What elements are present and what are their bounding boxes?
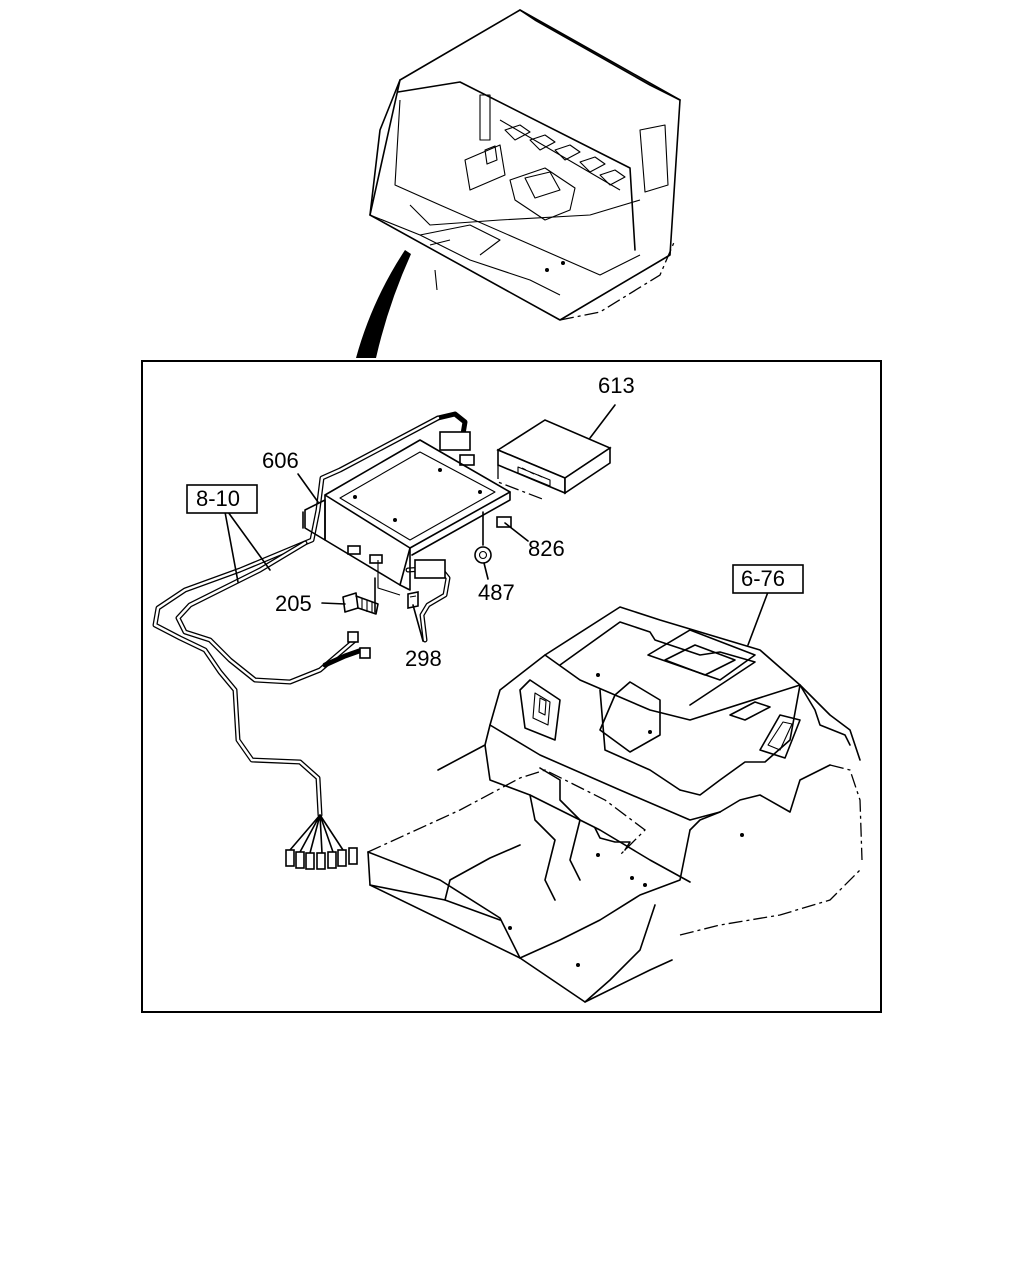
fastener-487	[474, 546, 492, 564]
floor-console	[367, 606, 863, 1003]
zoom-arrow	[356, 250, 411, 358]
detail-frame	[141, 360, 882, 1013]
ref-console: 6-76	[741, 566, 785, 591]
wiring-harness	[152, 411, 475, 870]
label-613: 613	[598, 373, 635, 398]
label-298: 298	[405, 646, 442, 671]
clip-298	[407, 591, 419, 609]
ref-harness: 8-10	[196, 486, 240, 511]
ref-box-harness	[186, 484, 258, 514]
bolt-205	[342, 592, 379, 615]
ref-box-console	[732, 564, 804, 594]
callout-labels: 613 606 826 487 205 298 8-10 6-76	[186, 373, 804, 671]
unit-613	[496, 419, 612, 501]
bracket-606	[302, 439, 512, 613]
label-487: 487	[478, 580, 515, 605]
label-205: 205	[275, 591, 312, 616]
leader-lines	[224, 404, 769, 646]
label-606: 606	[262, 448, 299, 473]
cab-overview	[369, 9, 681, 321]
label-826: 826	[528, 536, 565, 561]
